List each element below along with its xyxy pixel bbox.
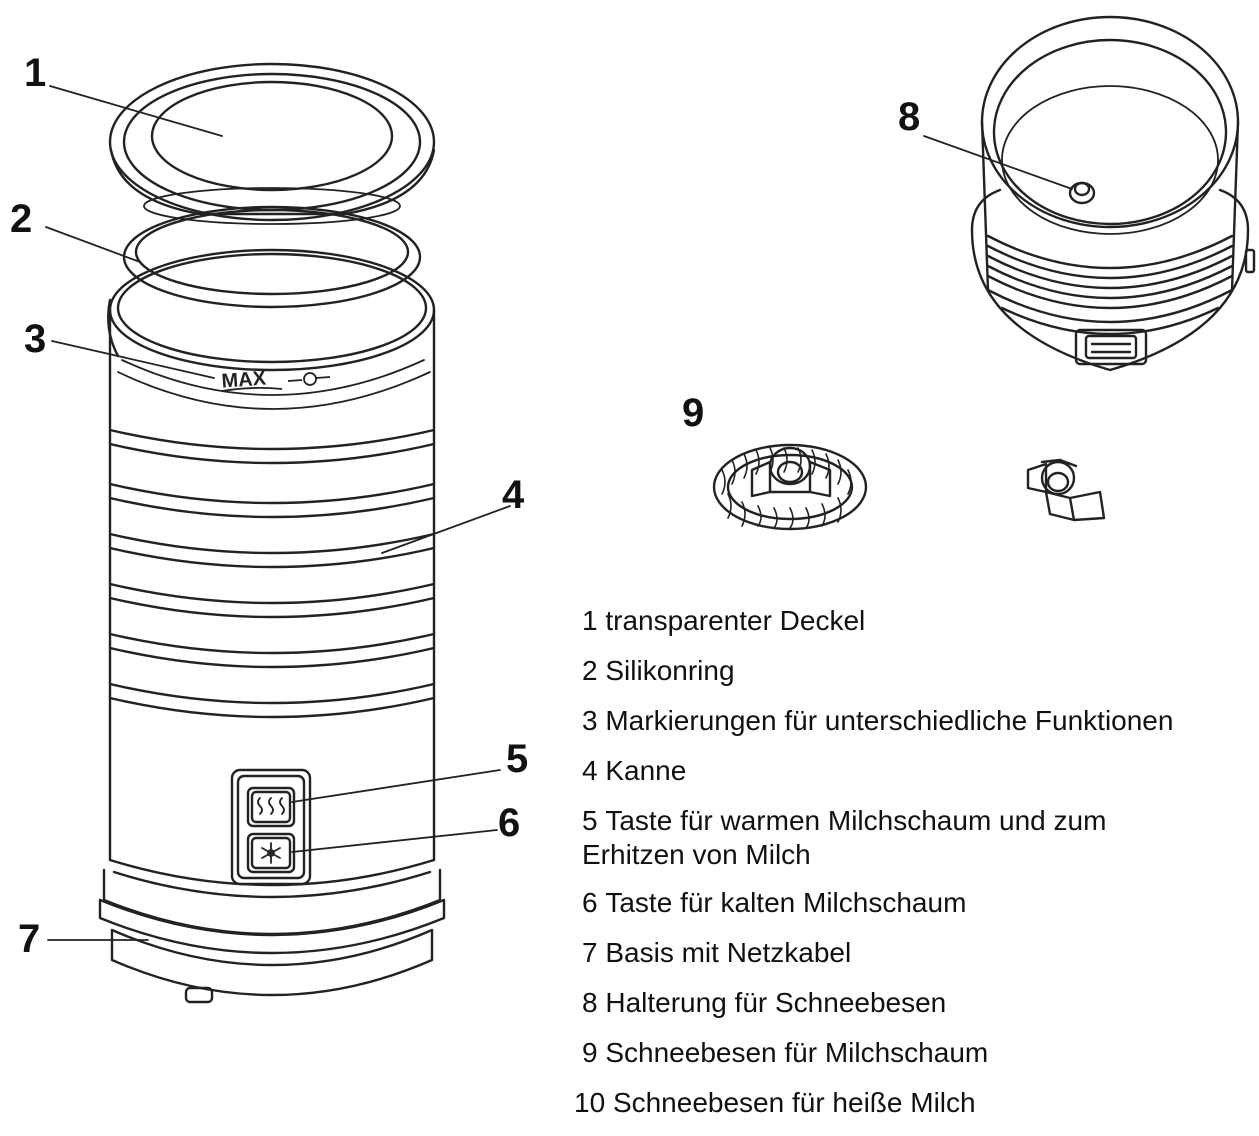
callout-5: 5 (506, 737, 528, 781)
legend-item-6: 6 Taste für kalten Milchschaum (582, 887, 967, 918)
callout-7: 7 (18, 917, 40, 961)
flat-whisk-icon (1026, 458, 1106, 522)
legend-item-8: 8 Halterung für Schneebesen (582, 987, 947, 1018)
steam-waves-icon (257, 797, 285, 815)
legend-item-9: 9 Schneebesen für Milchschaum (582, 1037, 989, 1068)
lid-part (108, 62, 436, 225)
legend-item-3: 3 Markierungen für unterschiedliche Funk… (582, 705, 1174, 736)
jug-part (107, 248, 436, 899)
legend-item-4: 4 Kanne (582, 755, 687, 786)
callout-3: 3 (24, 317, 46, 361)
silicone-ring-part (122, 205, 422, 309)
spring-whisk-icon (712, 443, 868, 531)
legend-item-1: 1 transparenter Deckel (582, 605, 866, 636)
legend-item-7: 7 Basis mit Netzkabel (582, 937, 852, 968)
callout-9: 9 (682, 391, 704, 435)
callout-2: 2 (10, 197, 32, 241)
snowflake-icon (261, 842, 281, 864)
button-panel (230, 768, 312, 886)
parts-legend: 1 transparenter Deckel 2 Silikonring 3 M… (574, 604, 1258, 1136)
legend-item-5: 5 Taste für warmen Milchschaum und zum E… (582, 805, 1107, 870)
callout-4: 4 (502, 473, 525, 517)
leader-lines (45, 85, 1073, 941)
whisk-holder-part (970, 15, 1256, 372)
max-level-mark: MAX (221, 367, 331, 393)
callout-1: 1 (24, 51, 46, 95)
legend-item-2: 2 Silikonring (582, 655, 735, 686)
legend-item-10: 10 Schneebesen für heiße Milch (574, 1087, 976, 1118)
callout-8: 8 (898, 95, 920, 139)
cold-button[interactable] (246, 832, 296, 874)
heat-button[interactable] (246, 786, 296, 828)
base-part (98, 868, 446, 1004)
callout-6: 6 (498, 801, 520, 845)
